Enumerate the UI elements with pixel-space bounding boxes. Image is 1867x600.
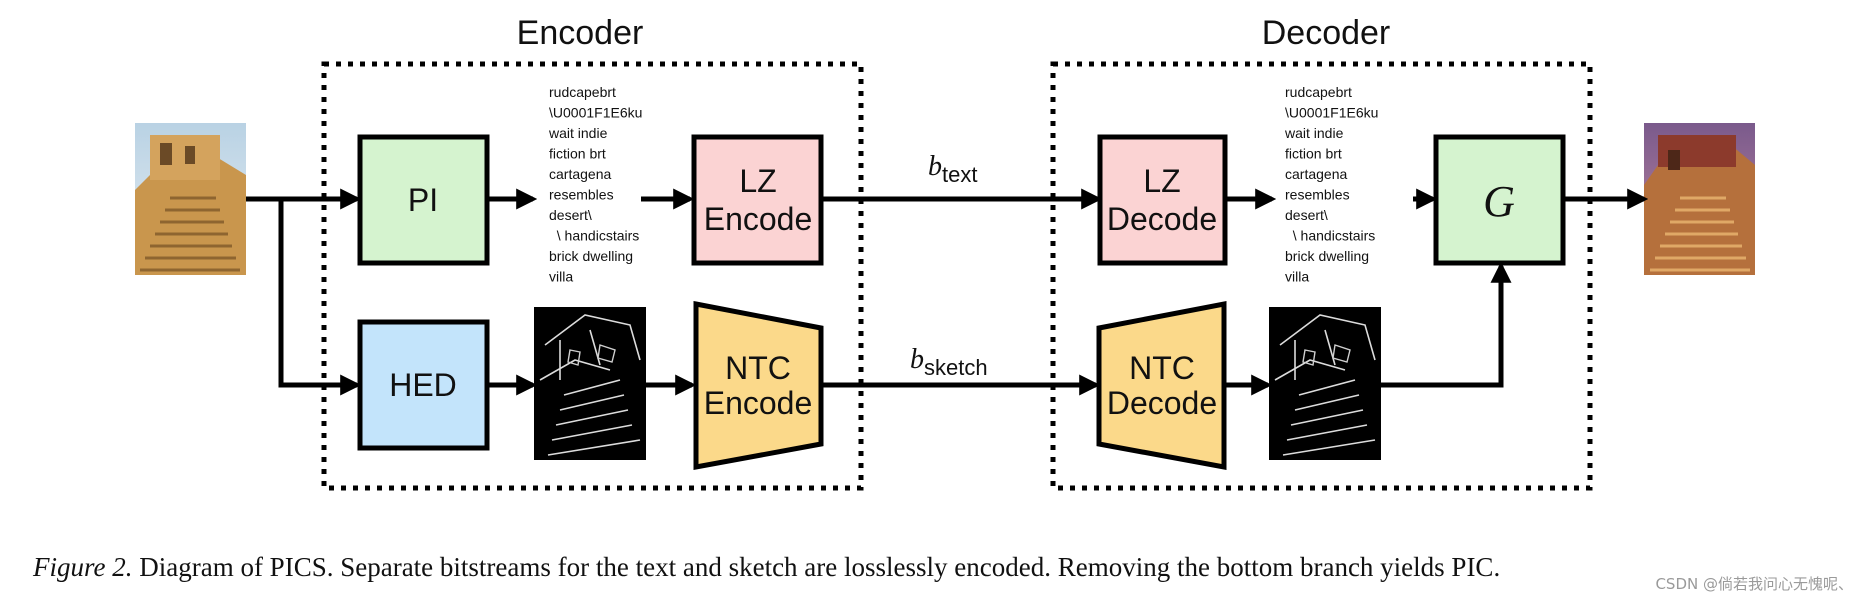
input-image bbox=[135, 123, 246, 275]
decoder-frame bbox=[1050, 61, 1593, 491]
hed-label: HED bbox=[389, 367, 457, 403]
ntc-encode-label-line2: Encode bbox=[704, 385, 813, 421]
lz-decode-block: LZ Decode bbox=[1097, 134, 1228, 266]
lz-decode-label-line1: LZ bbox=[1143, 163, 1180, 199]
encoder-frame bbox=[321, 61, 864, 491]
generator-label: G bbox=[1483, 177, 1515, 226]
pi-label: PI bbox=[408, 182, 438, 218]
ntc-decode-label-line1: NTC bbox=[1129, 350, 1195, 386]
ntc-encode-label-line1: NTC bbox=[725, 350, 791, 386]
output-image bbox=[1644, 123, 1755, 275]
bitstream-sketch-label: bsketch bbox=[910, 344, 988, 380]
sketch-image-decoder bbox=[1269, 307, 1381, 460]
connectors bbox=[246, 188, 1649, 396]
ntc-decode-block: NTC Decode bbox=[1096, 300, 1227, 471]
lz-encode-block: LZ Encode bbox=[691, 134, 824, 266]
figure-caption: Figure 2. Diagram of PICS. Separate bits… bbox=[33, 552, 1867, 583]
decoder-title: Decoder bbox=[1262, 14, 1391, 52]
watermark: CSDN @倘若我问心无愧呢、 bbox=[1655, 575, 1853, 593]
token-list-encoder: rudcapebrt \U0001F1E6ku wait indie ficti… bbox=[548, 84, 646, 285]
token-list-decoder: rudcapebrt \U0001F1E6ku wait indie ficti… bbox=[1284, 84, 1382, 285]
generator-block: G bbox=[1433, 134, 1566, 266]
pi-block: PI bbox=[357, 134, 490, 266]
lz-encode-label-line1: LZ bbox=[739, 163, 776, 199]
ntc-encode-block: NTC Encode bbox=[693, 300, 824, 471]
sketch-image-encoder bbox=[534, 307, 646, 460]
ntc-decode-label-line2: Decode bbox=[1107, 385, 1217, 421]
figure-label: Figure 2. bbox=[33, 552, 133, 582]
lz-encode-label-line2: Encode bbox=[704, 201, 813, 237]
encoder-title: Encoder bbox=[517, 14, 644, 52]
caption-text: Diagram of PICS. Separate bitstreams for… bbox=[132, 552, 1501, 582]
hed-block: HED bbox=[357, 319, 490, 451]
pics-diagram: Encoder Decoder bbox=[135, 14, 1755, 491]
lz-decode-label-line2: Decode bbox=[1107, 201, 1217, 237]
bitstream-text-label: btext bbox=[928, 151, 977, 187]
